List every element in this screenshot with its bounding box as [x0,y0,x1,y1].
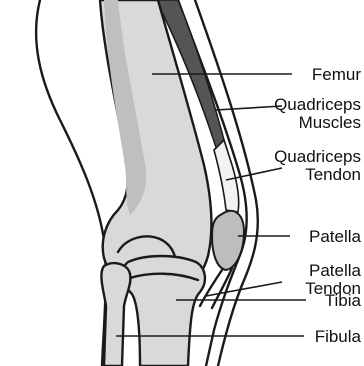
tibia-shape [122,256,205,366]
label-femur: Femur [312,65,361,84]
quadriceps-muscles-leader [216,106,282,110]
quadriceps-tendon-shape [214,140,239,212]
label-quadriceps-tendon-line1: Quadriceps [274,147,361,166]
label-patella-tendon-line1: Patella [309,261,362,280]
patella-tendon-leader [206,282,282,296]
fibula-shape [101,263,130,366]
label-tibia: Tibia [325,291,362,310]
thigh-back-outline [36,0,106,366]
label-fibula: Fibula [315,327,362,346]
label-quadriceps-muscles-line1: Quadriceps [274,95,361,114]
patella-shape [212,211,244,270]
label-quadriceps-muscles-line2: Muscles [299,113,361,132]
label-patella: Patella [309,227,362,246]
label-quadriceps-tendon-line2: Tendon [305,165,361,184]
